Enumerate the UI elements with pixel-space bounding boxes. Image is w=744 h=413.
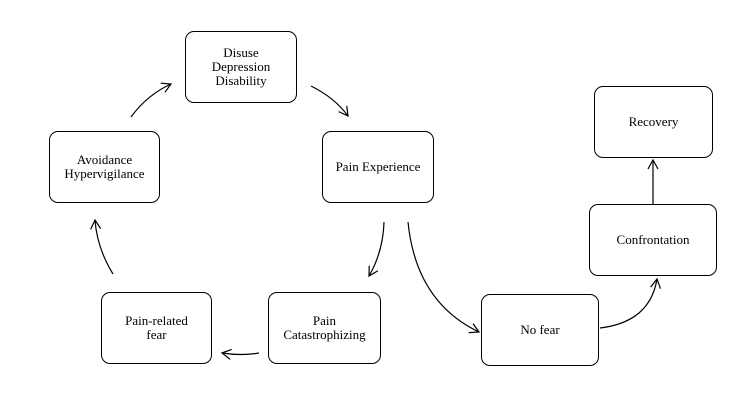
- arrow-pain-related-fear-to-avoidance: [90, 218, 114, 275]
- arrow-pain-experience-to-catastrophizing: [368, 221, 385, 278]
- node-pain-experience: Pain Experience: [322, 131, 434, 203]
- node-pain-related-fear: Pain-related fear: [101, 292, 212, 364]
- node-recovery: Recovery: [594, 86, 713, 158]
- arrow-disuse-to-pain-experience: [310, 85, 349, 118]
- node-label: No fear: [520, 322, 560, 337]
- node-label: Disuse Depression Disability: [211, 45, 271, 88]
- node-label: Recovery: [628, 114, 679, 129]
- node-avoidance-hypervigilance: Avoidance Hypervigilance: [49, 131, 160, 203]
- node-label: Avoidance Hypervigilance: [64, 152, 145, 181]
- node-disuse-depression-disability: Disuse Depression Disability: [185, 31, 297, 103]
- arrow-no-fear-to-confrontation: [599, 277, 662, 329]
- node-pain-catastrophizing: Pain Catastrophizing: [268, 292, 381, 364]
- arrow-catastrophizing-to-pain-related-fear: [220, 348, 260, 360]
- node-label: Pain Experience: [335, 159, 421, 174]
- node-confrontation: Confrontation: [589, 204, 717, 276]
- node-label: Confrontation: [616, 232, 690, 247]
- arrow-pain-experience-to-no-fear: [407, 221, 481, 334]
- node-label: Pain Catastrophizing: [283, 313, 366, 342]
- node-no-fear: No fear: [481, 294, 599, 366]
- arrow-avoidance-to-disuse: [130, 82, 173, 118]
- node-label: Pain-related fear: [125, 313, 188, 342]
